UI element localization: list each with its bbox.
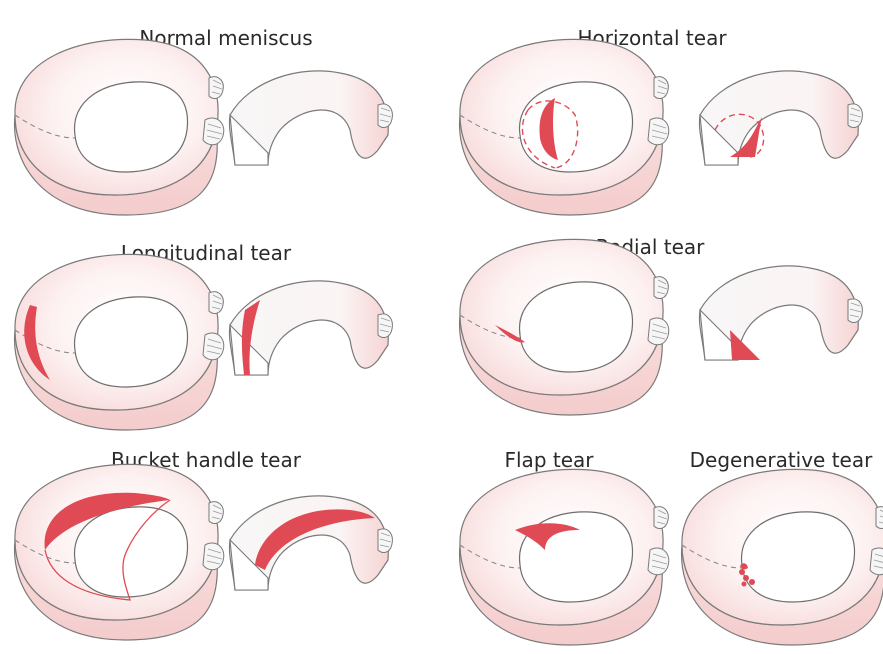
title-flap-tear: Flap tear [504, 448, 594, 472]
radial-tear-section [698, 265, 863, 361]
normal-meniscus-section [228, 70, 393, 166]
horizontal-tear-full [458, 38, 670, 216]
longitudinal-tear-section [228, 280, 393, 376]
normal-meniscus-full [13, 38, 225, 216]
radial-tear-full [458, 238, 670, 416]
title-degenerative-tear: Degenerative tear [689, 448, 873, 472]
flap-tear-full [458, 468, 670, 646]
degenerative-tear-full [680, 468, 883, 646]
longitudinal-tear-full [13, 253, 225, 431]
horizontal-tear-section [698, 70, 863, 166]
bucket-handle-tear-full [13, 463, 225, 641]
bucket-handle-tear-section [228, 495, 393, 591]
